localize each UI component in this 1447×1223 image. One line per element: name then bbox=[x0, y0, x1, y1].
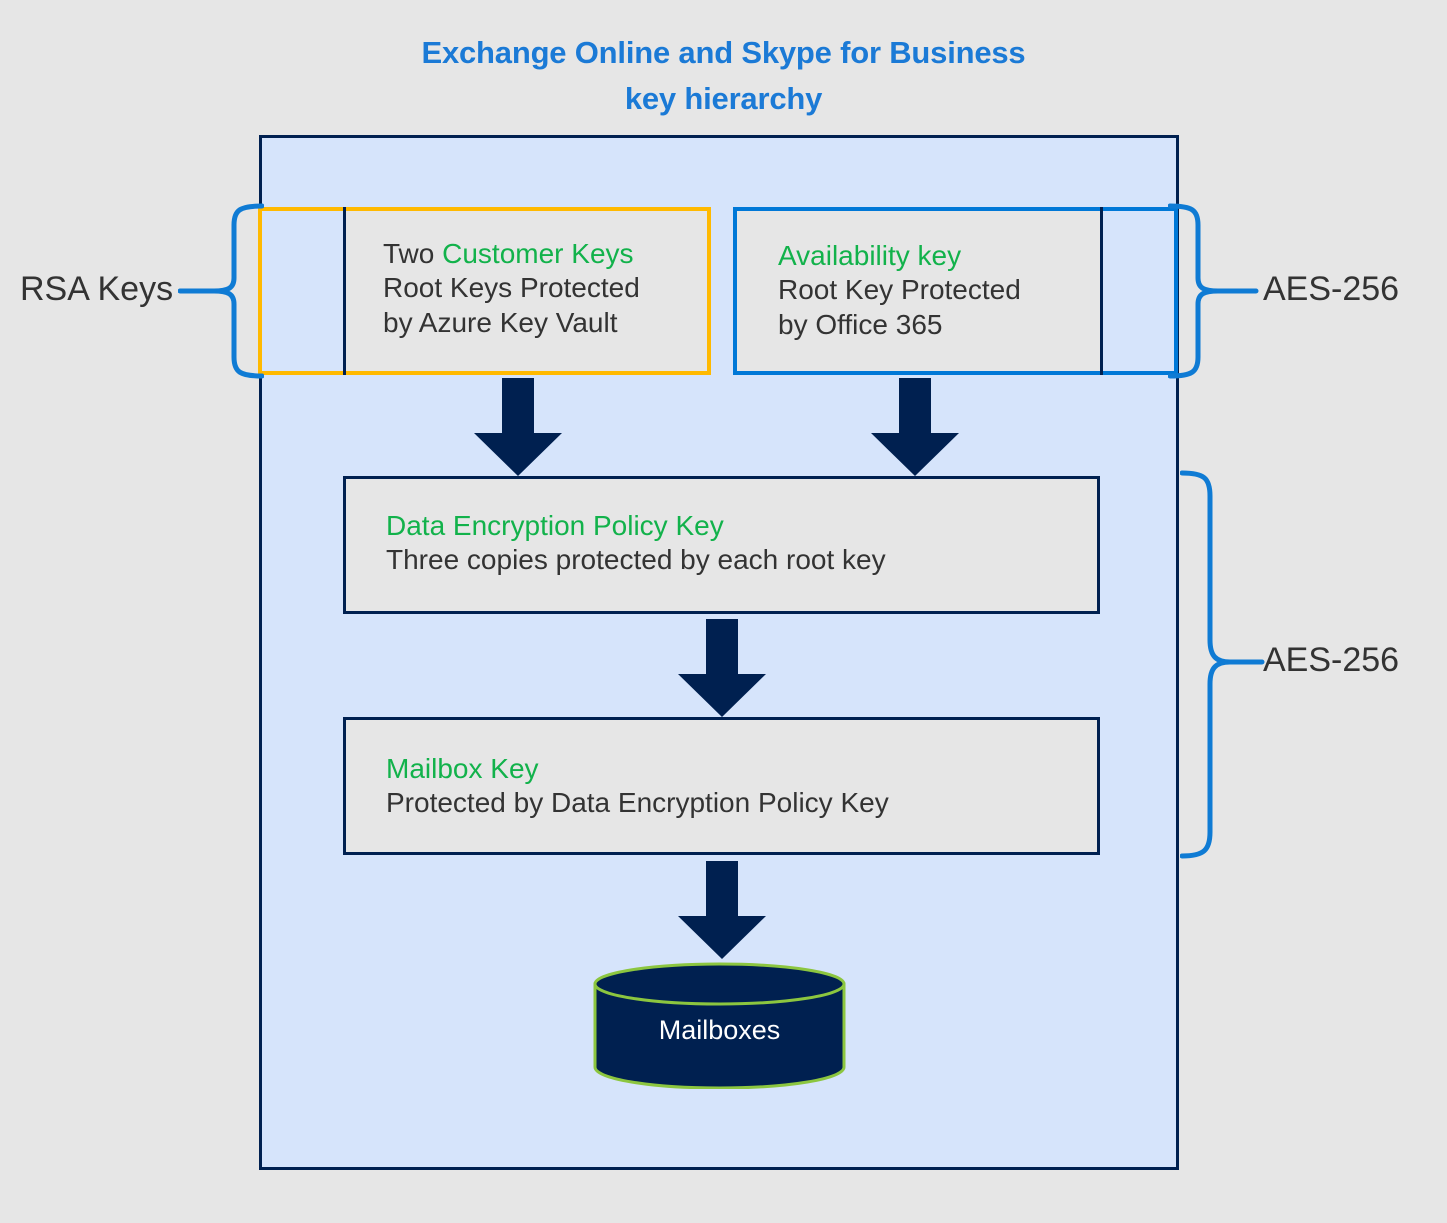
aes-256-bottom-brace-icon bbox=[1180, 470, 1265, 859]
panel-divider-left bbox=[343, 207, 346, 375]
dep-key-key-name: Data Encryption Policy Key bbox=[386, 510, 724, 541]
mailbox-key-line-2: Protected by Data Encryption Policy Key bbox=[386, 787, 889, 819]
customer-keys-line-1: Two Customer Keys bbox=[383, 237, 640, 271]
mailbox-key-box: Mailbox Key Protected by Data Encryption… bbox=[343, 717, 1100, 855]
mailbox-key-key-name: Mailbox Key bbox=[386, 753, 539, 784]
arrow-dep-to-mailbox-key-icon bbox=[678, 619, 766, 717]
customer-keys-box: Two Customer Keys Root Keys Protected by… bbox=[343, 210, 710, 372]
availability-key-key-name: Availability key bbox=[778, 240, 962, 271]
page-title-line-2: key hierarchy bbox=[624, 80, 823, 116]
page-title: Exchange Online and Skype for Business k… bbox=[0, 30, 1447, 122]
availability-key-line-2: Root Key Protected bbox=[778, 274, 1021, 306]
customer-keys-line-3: by Azure Key Vault bbox=[383, 306, 618, 338]
aes-256-top-brace-icon bbox=[1168, 203, 1259, 379]
arrow-mailbox-key-to-mailboxes-icon bbox=[678, 861, 766, 959]
rsa-keys-brace-icon bbox=[178, 203, 264, 379]
customer-keys-line-2: Root Keys Protected bbox=[383, 272, 640, 304]
dep-key-line-2: Three copies protected by each root key bbox=[386, 544, 886, 576]
customer-keys-text: Two Customer Keys Root Keys Protected by… bbox=[383, 237, 640, 340]
rsa-keys-label: RSA Keys bbox=[20, 270, 174, 308]
arrow-availability-key-to-dep-icon bbox=[871, 378, 959, 476]
aes-256-top-label: AES-256 bbox=[1263, 270, 1400, 308]
dep-key-text: Data Encryption Policy Key Three copies … bbox=[386, 509, 886, 578]
availability-key-text: Availability key Root Key Protected by O… bbox=[778, 239, 1021, 342]
database-cylinder-icon bbox=[593, 962, 846, 1090]
customer-keys-prefix: Two bbox=[383, 238, 443, 269]
aes-256-bottom-label: AES-256 bbox=[1263, 641, 1400, 679]
mailbox-key-text: Mailbox Key Protected by Data Encryption… bbox=[386, 752, 889, 821]
data-encryption-policy-key-box: Data Encryption Policy Key Three copies … bbox=[343, 476, 1100, 614]
availability-key-line-3: by Office 365 bbox=[778, 308, 943, 340]
customer-keys-key-name: Customer Keys bbox=[442, 238, 634, 269]
availability-key-box: Availability key Root Key Protected by O… bbox=[736, 211, 1100, 372]
page-title-line-1: Exchange Online and Skype for Business bbox=[421, 35, 1026, 70]
arrow-customer-keys-to-dep-icon bbox=[474, 378, 562, 476]
mailboxes-datastore: Mailboxes bbox=[593, 962, 846, 1090]
panel-divider-right bbox=[1100, 207, 1103, 375]
